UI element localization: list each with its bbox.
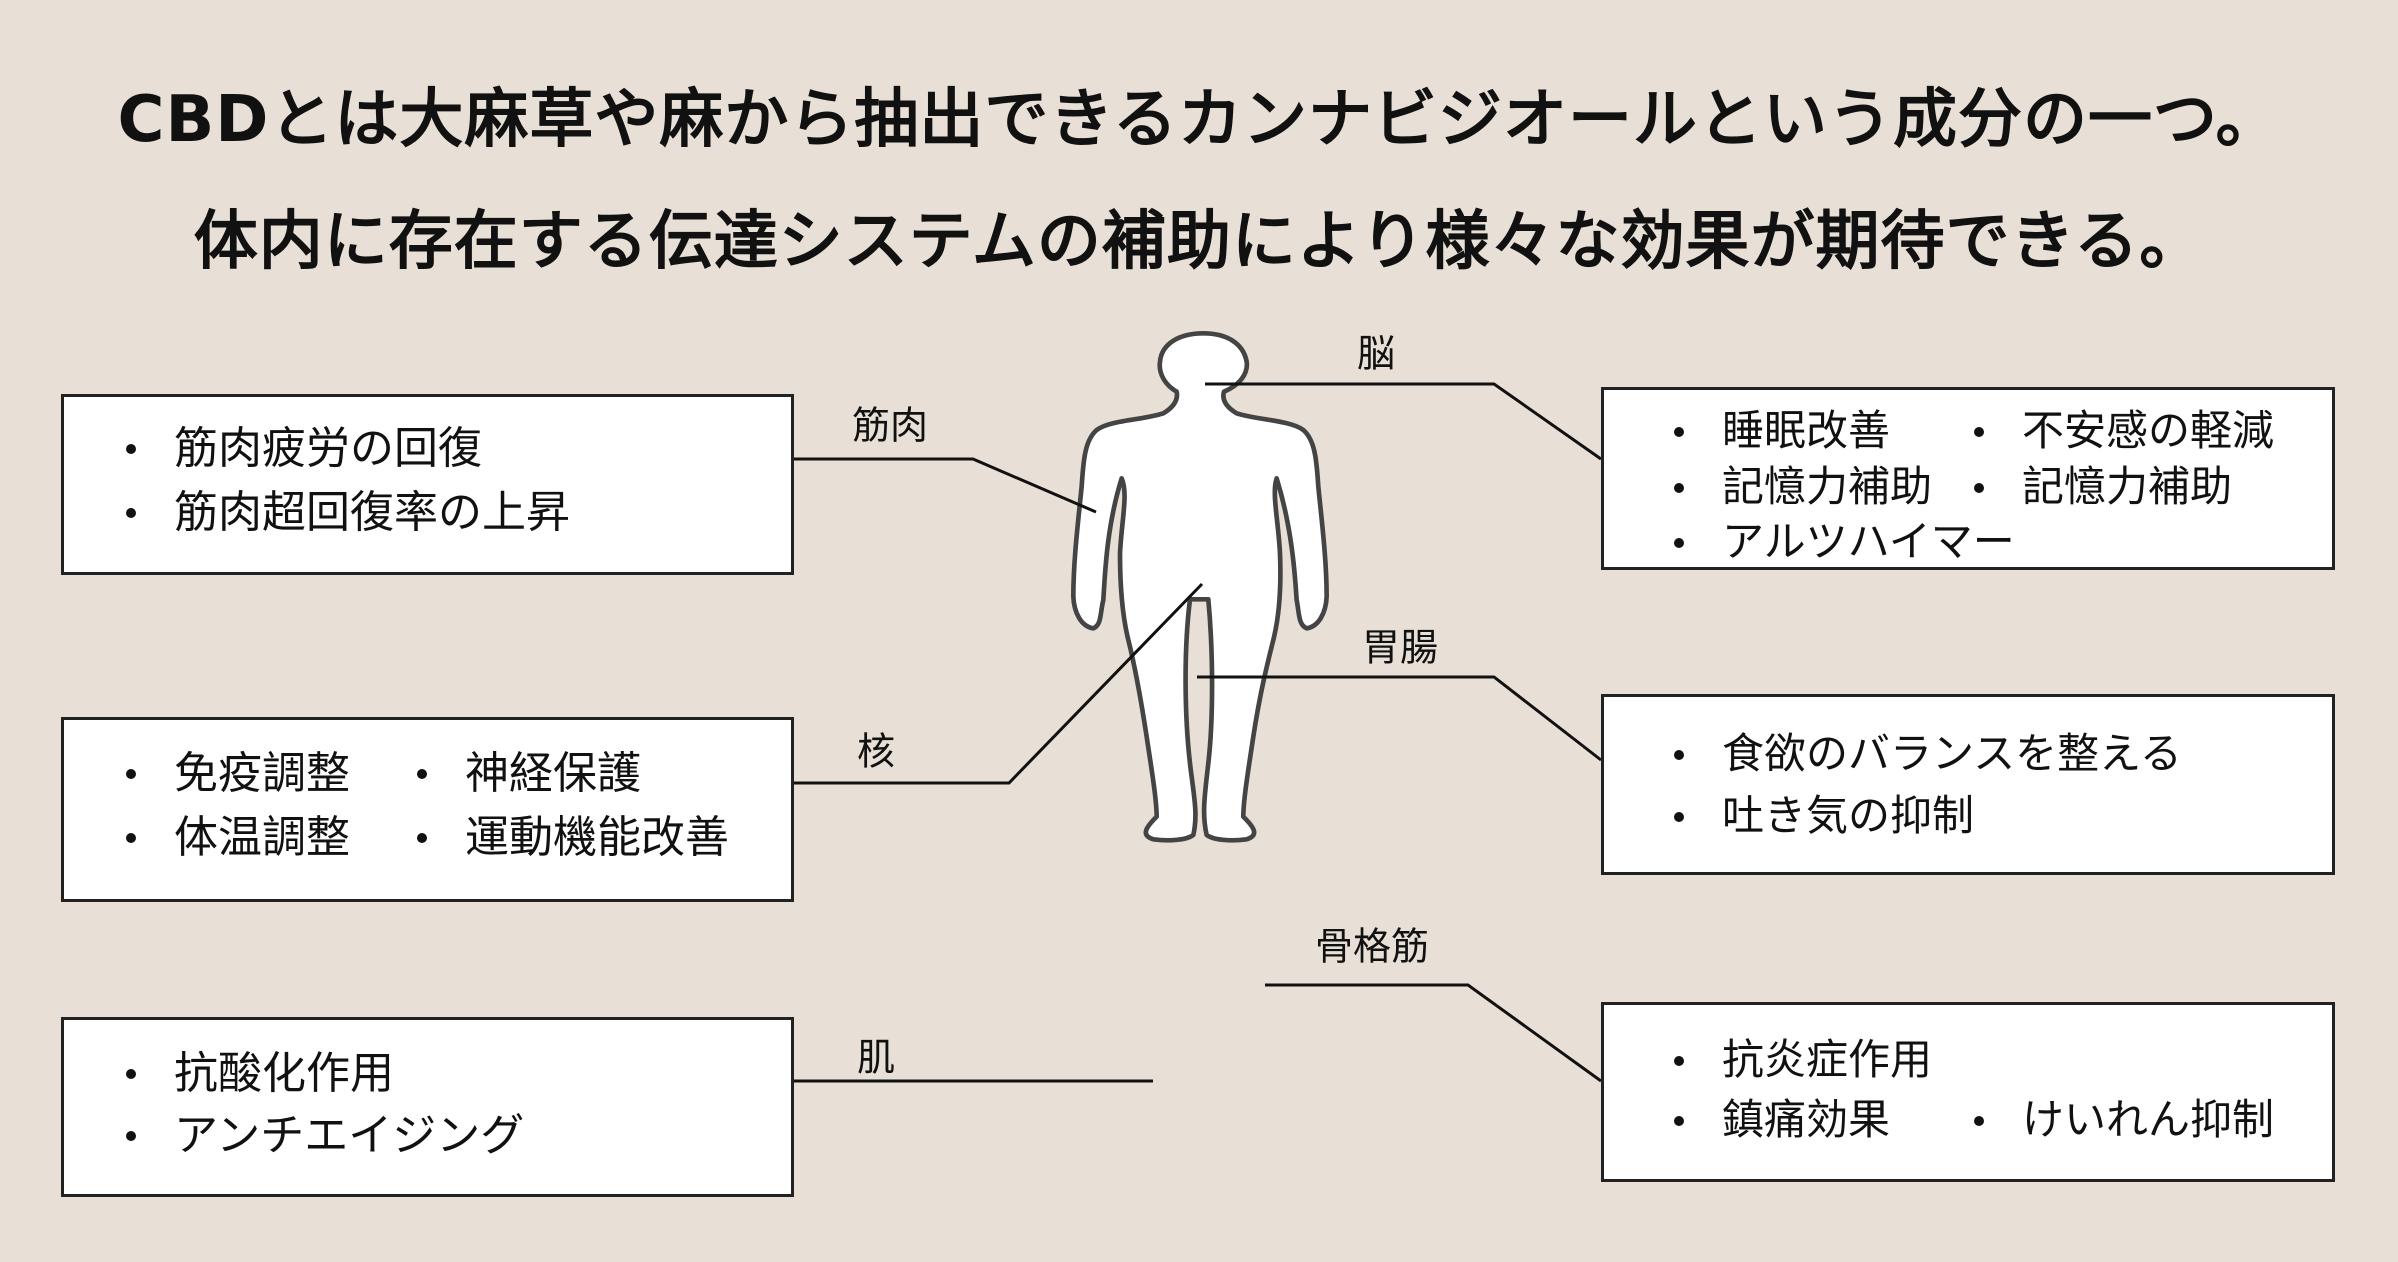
list-item: 抗炎症作用 [1674, 1039, 1932, 1081]
label-brain: 脳 [1356, 331, 1396, 376]
label-gut: 胃腸 [1361, 625, 1439, 670]
list-item: 鎮痛効果 [1674, 1099, 1890, 1141]
skeletal-muscle-effects-box: 抗炎症作用 鎮痛効果 けいれん抑制 [1601, 1002, 2335, 1182]
list-item: 睡眠改善 [1674, 410, 1890, 452]
list-item: 筋肉超回復率の上昇 [126, 491, 570, 535]
leader-line-nucleus [794, 582, 1204, 785]
nucleus-effects-box: 免疫調整 神経保護 体温調整 運動機能改善 [61, 717, 794, 902]
label-muscle: 筋肉 [851, 403, 929, 448]
muscle-effects-box: 筋肉疲労の回復 筋肉超回復率の上昇 [61, 394, 794, 575]
list-item: 食欲のバランスを整える [1674, 733, 2182, 775]
leader-line-brain [1205, 382, 1602, 461]
gut-effects-box: 食欲のバランスを整える 吐き気の抑制 [1601, 694, 2335, 875]
list-item: 記憶力補助 [1974, 466, 2232, 508]
leader-line-muscle [794, 457, 1097, 514]
title-line-2: 体内に存在する伝達システムの補助により様々な効果が期待できる。 [193, 205, 2205, 279]
list-item: 吐き気の抑制 [1674, 795, 1974, 837]
list-item: 体温調整 [126, 816, 350, 860]
list-item: 免疫調整 [126, 752, 350, 796]
list-item: 神経保護 [417, 752, 641, 796]
list-item: アルツハイマー [1674, 521, 2015, 563]
list-item: けいれん抑制 [1974, 1099, 2274, 1141]
list-item: 運動機能改善 [417, 816, 729, 860]
label-skin: 肌 [856, 1035, 896, 1080]
label-nucleus: 核 [856, 729, 896, 774]
list-item: 不安感の軽減 [1974, 410, 2274, 452]
list-item: アンチエイジング [126, 1114, 524, 1158]
leader-line-skeletal-muscle [1265, 983, 1602, 1083]
brain-effects-box: 睡眠改善 不安感の軽減 記憶力補助 記憶力補助 アルツハイマー [1601, 387, 2335, 570]
list-item: 筋肉疲労の回復 [126, 427, 482, 471]
label-skeletal-muscle: 骨格筋 [1314, 924, 1430, 969]
title-line-1: CBDとは大麻草や麻から抽出できるカンナビジオールという成分の一つ。 [117, 83, 2281, 157]
skin-effects-box: 抗酸化作用 アンチエイジング [61, 1017, 794, 1197]
list-item: 記憶力補助 [1674, 466, 1932, 508]
leader-line-gut [1197, 675, 1602, 762]
list-item: 抗酸化作用 [126, 1052, 394, 1096]
leader-lines [794, 382, 1602, 1083]
